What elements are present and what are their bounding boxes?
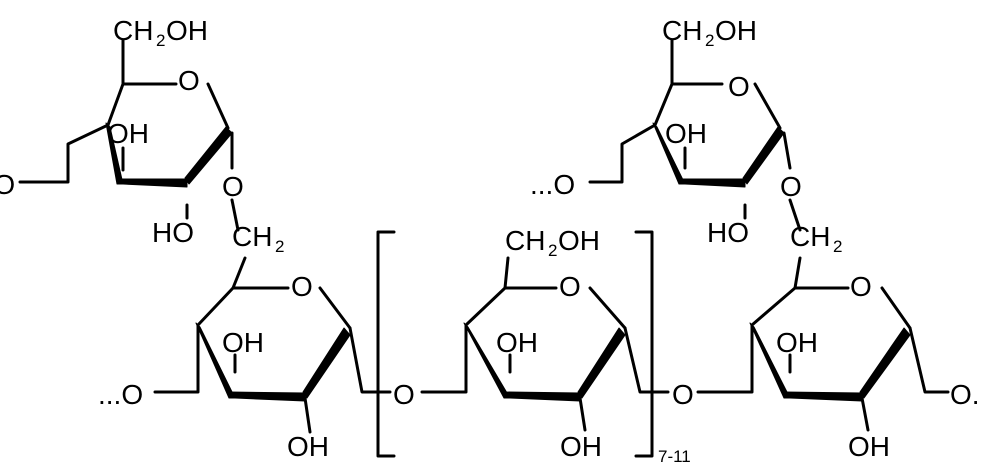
ch2oh-sub-label: 2 — [156, 31, 165, 50]
glycosidic-oxygen-label: O — [672, 379, 694, 410]
hydroxyl-label: OH — [107, 118, 149, 149]
glycosidic-oxygen-label: O — [393, 379, 415, 410]
ch2oh-sub-label: 2 — [705, 31, 714, 50]
hydroxyl-label: OH — [222, 327, 264, 358]
glycosidic-oxygen-label: O — [222, 171, 244, 202]
chain-end-left-label: ...O — [0, 169, 15, 200]
ring-oxygen-label: O — [559, 271, 581, 302]
glucose-unit-bottom-left: O OH OH ...O — [98, 256, 392, 462]
hydroxyl-label: OH — [848, 431, 890, 462]
glucose-unit-top-right: CH 2 OH O OH HO O ...O CH 2 — [530, 15, 842, 256]
repeat-subscript-label: 7-11 — [658, 447, 691, 466]
hydroxyl-label: OH — [665, 118, 707, 149]
ch2oh-ch-label: CH — [662, 15, 702, 46]
chain-end-right-label: O. — [950, 379, 980, 410]
methylene-ch-label: CH — [232, 221, 272, 252]
chain-end-left-label: ...O — [98, 379, 143, 410]
ring-oxygen-label: O — [850, 271, 872, 302]
hydroxyl-left-label: HO — [707, 217, 749, 248]
ring-oxygen-label: O — [291, 271, 313, 302]
glucose-unit-bottom-right: O OH OH O O. — [672, 256, 980, 462]
ch2oh-sub-label: 2 — [548, 241, 557, 260]
glycosidic-oxygen-label: O — [780, 171, 802, 202]
methylene-sub-label: 2 — [833, 237, 842, 256]
ch2oh-oh-label: OH — [558, 225, 600, 256]
ch2oh-ch-label: CH — [505, 225, 545, 256]
repeat-bracket: 7-11 — [376, 230, 691, 466]
glucose-unit-top-left: CH 2 OH O OH HO O ...O CH 2 — [0, 15, 284, 256]
methylene-ch-label: CH — [790, 221, 830, 252]
ring-oxygen-label: O — [178, 65, 200, 96]
methylene-sub-label: 2 — [275, 237, 284, 256]
ch2oh-ch-label: CH — [113, 15, 153, 46]
ch2oh-oh-label: OH — [166, 15, 208, 46]
ch2oh-oh-label: OH — [715, 15, 757, 46]
hydroxyl-label: OH — [560, 431, 602, 462]
hydroxyl-label: OH — [776, 327, 818, 358]
hydroxyl-left-label: HO — [152, 217, 194, 248]
hydroxyl-label: OH — [496, 327, 538, 358]
chain-end-left-label: ...O — [530, 169, 575, 200]
ring-oxygen-label: O — [728, 71, 750, 102]
glucose-unit-repeat: CH 2 OH O OH OH O — [393, 225, 670, 462]
hydroxyl-label: OH — [287, 431, 329, 462]
